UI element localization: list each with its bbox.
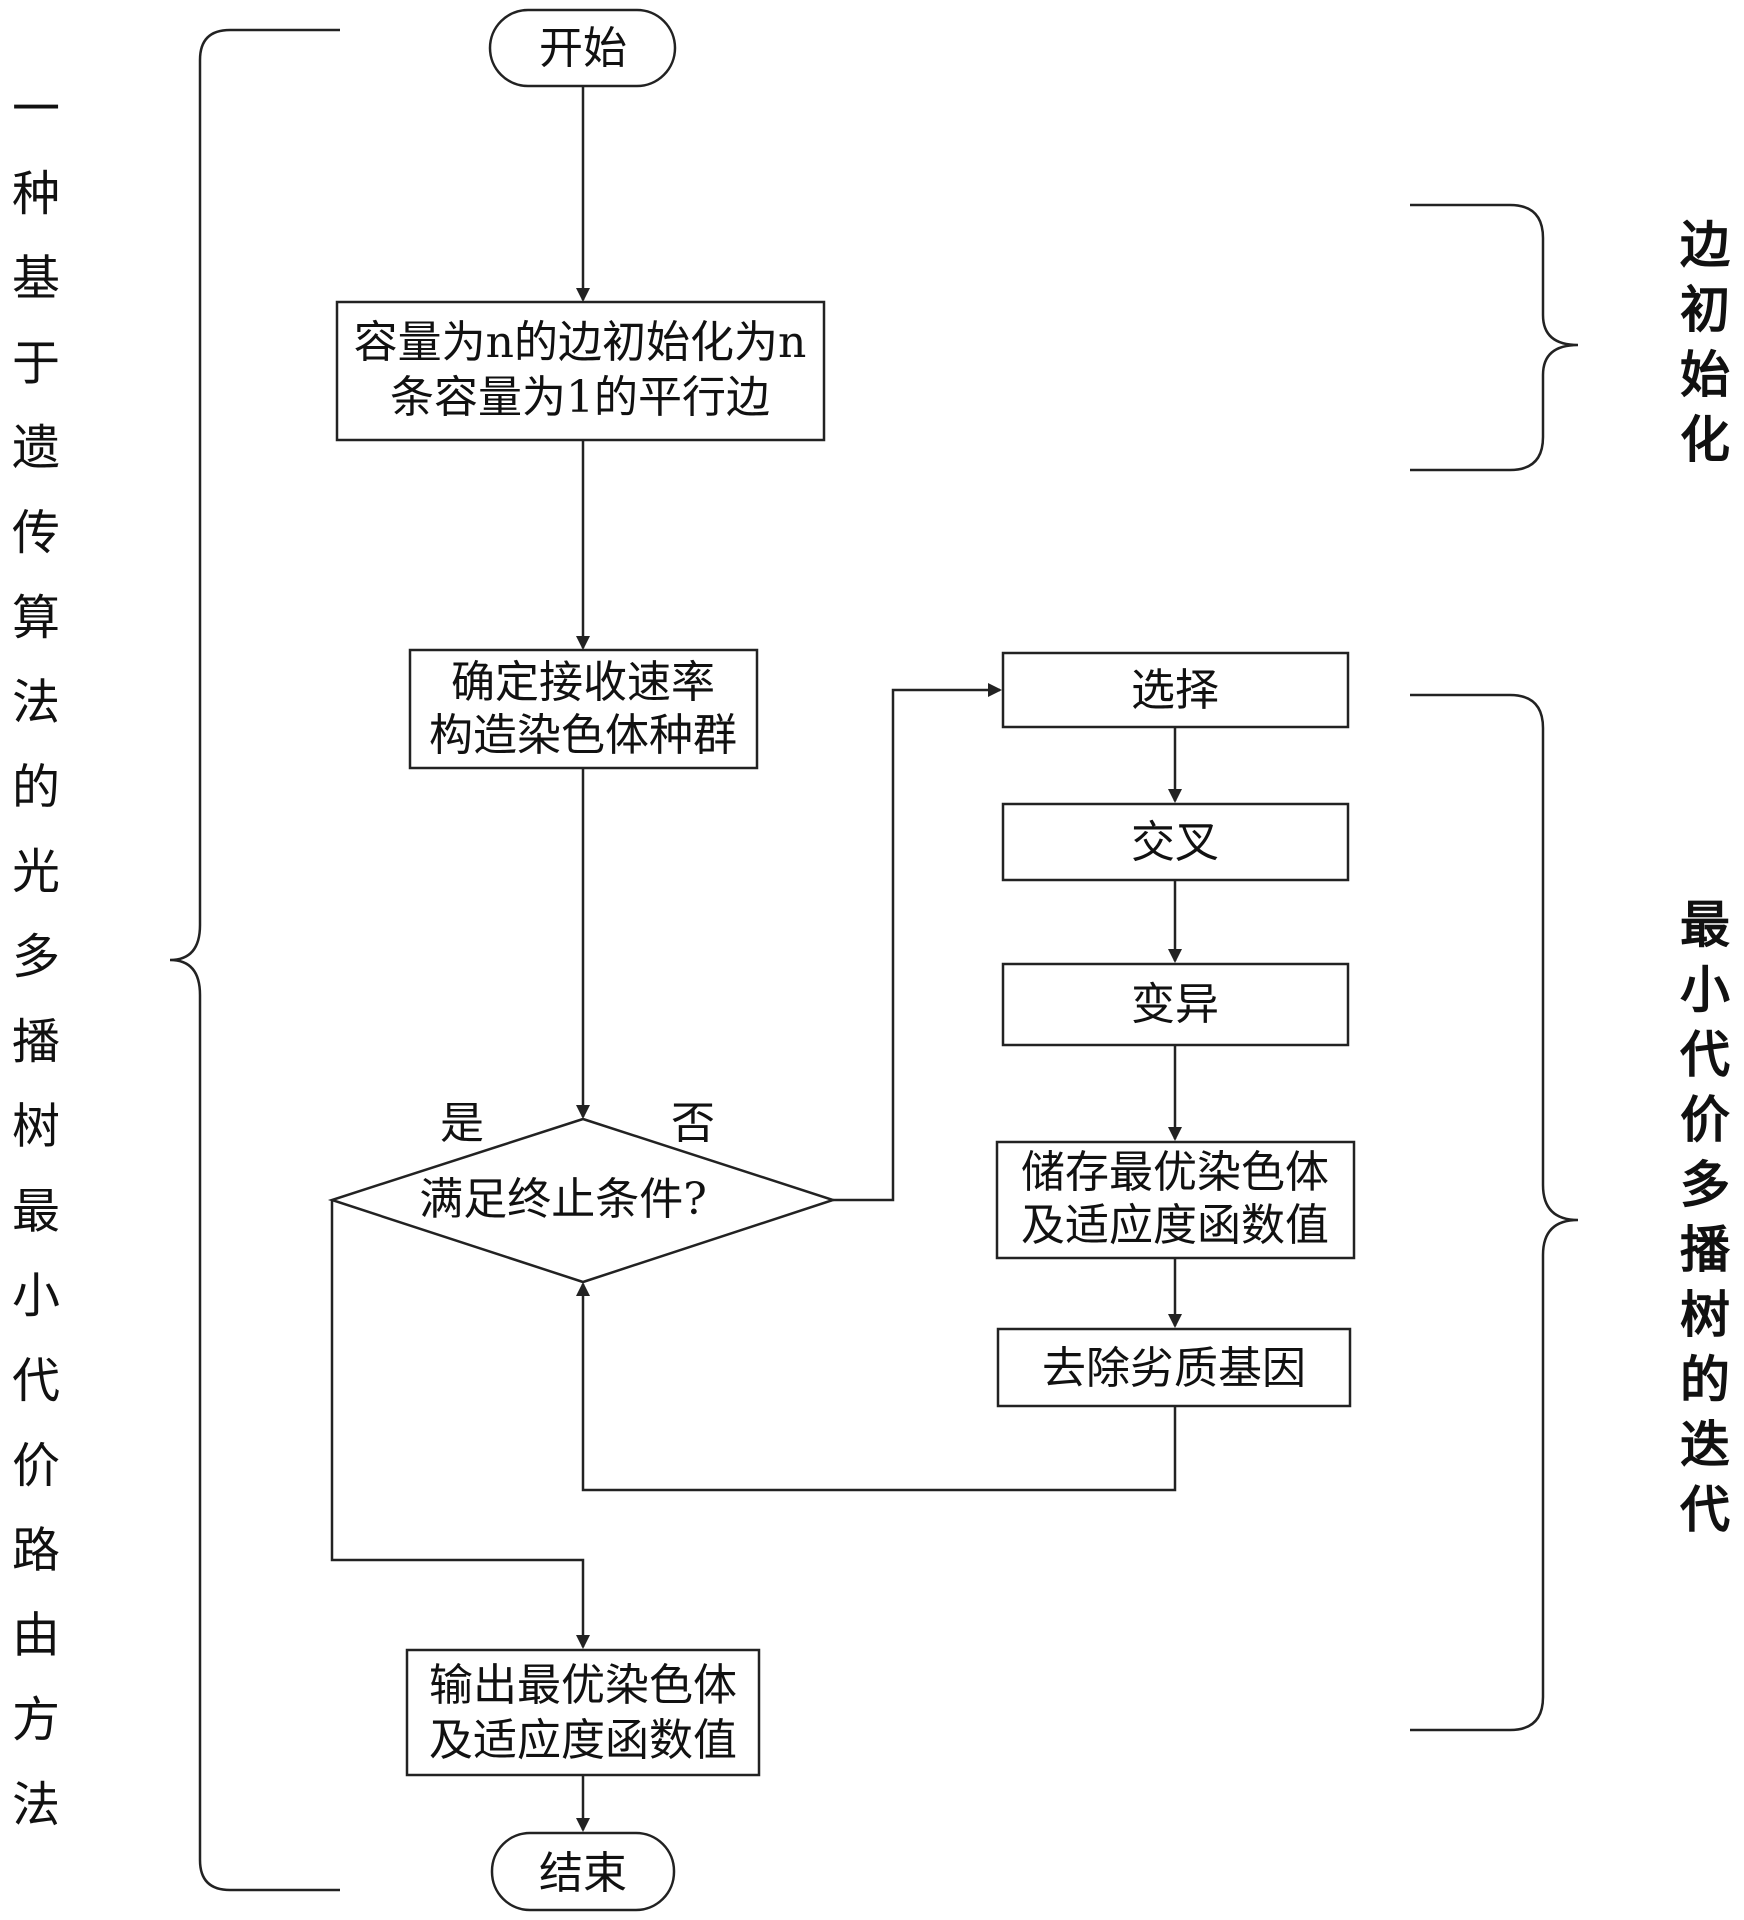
right-bottom-brace [1410, 695, 1578, 1730]
remove-bad-genes-process: 去除劣质基因 [998, 1329, 1350, 1406]
mutation-process: 变异 [1003, 964, 1348, 1045]
start-label: 开始 [539, 23, 627, 74]
crossover-label: 交叉 [1131, 817, 1219, 868]
start-terminal: 开始 [490, 10, 675, 86]
store-best-line-1: 储存最优染色体 [1021, 1147, 1329, 1198]
yes-branch-label: 是 [440, 1098, 484, 1149]
condition-label: 满足终止条件? [419, 1174, 707, 1225]
store-best-line-2: 及适应度函数值 [1021, 1200, 1329, 1251]
left-brace [170, 30, 340, 1890]
output-line-1: 输出最优染色体 [429, 1660, 737, 1711]
build-population-process: 确定接收速率 构造染色体种群 [410, 650, 757, 768]
output-line-2: 及适应度函数值 [429, 1715, 737, 1766]
end-label: 结束 [539, 1848, 627, 1899]
right-top-brace [1410, 205, 1578, 470]
no-branch-label: 否 [671, 1098, 715, 1149]
build-population-line-2: 构造染色体种群 [429, 710, 737, 761]
svg-text:最小代价多播树的迭代: 最小代价多播树的迭代 [1679, 896, 1731, 1539]
select-process: 选择 [1003, 653, 1348, 727]
remove-bad-genes-label: 去除劣质基因 [1042, 1343, 1306, 1394]
termination-decision: 满足终止条件? [332, 1119, 833, 1282]
crossover-process: 交叉 [1003, 804, 1348, 880]
left-title-label: 一种基于遗传算法的光多播树最小代价路由方法 [12, 81, 60, 1833]
svg-text:一种基于遗传算法的光多播树最小代价路由方法: 一种基于遗传算法的光多播树最小代价路由方法 [12, 81, 60, 1833]
init-edges-process: 容量为n的边初始化为n 条容量为1的平行边 [337, 302, 824, 440]
arrow-condition-no-to-select [833, 690, 1000, 1200]
init-edges-line-1: 容量为n的边初始化为n [354, 317, 807, 368]
end-terminal: 结束 [492, 1833, 674, 1910]
output-process: 输出最优染色体 及适应度函数值 [407, 1650, 759, 1775]
store-best-process: 储存最优染色体 及适应度函数值 [997, 1142, 1354, 1258]
build-population-line-1: 确定接收速率 [451, 657, 715, 708]
init-edges-line-2: 条容量为1的平行边 [390, 372, 770, 423]
mutation-label: 变异 [1131, 979, 1219, 1030]
right-bottom-label: 最小代价多播树的迭代 [1679, 896, 1731, 1539]
select-label: 选择 [1131, 665, 1219, 716]
svg-text:边初始化: 边初始化 [1680, 216, 1730, 469]
right-top-label: 边初始化 [1680, 216, 1730, 469]
